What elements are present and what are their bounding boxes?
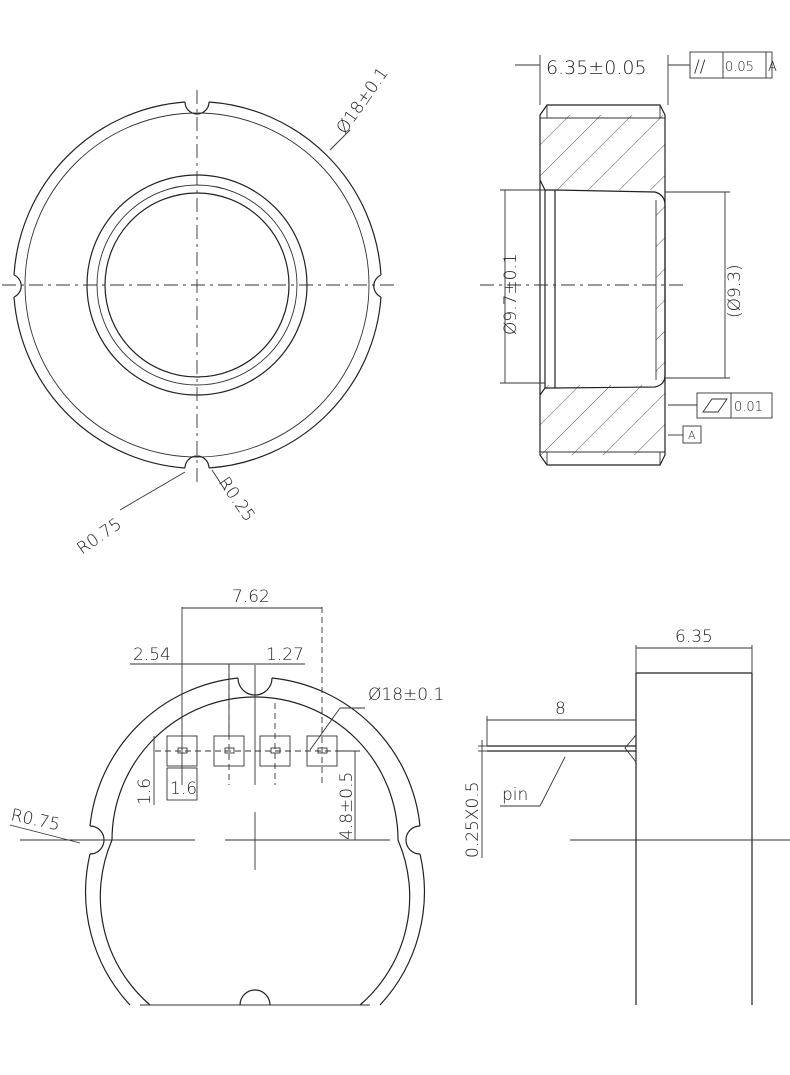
- parallelism-symbol: //: [694, 57, 706, 77]
- front-diameter-label: Ø18±0.1: [333, 64, 393, 138]
- parallelism-frame: // 0.05 A: [689, 51, 777, 79]
- flatness-tolerance: 0.01: [734, 400, 763, 415]
- section-width-label: 6.35±0.05: [546, 57, 647, 79]
- section-view: 6.35±0.05 // 0.05 A Ø9.7±0.1 (Ø9.3) 0.01…: [480, 51, 777, 466]
- flatness-frame: 0.01 A: [668, 392, 773, 444]
- bore-diameter-label: Ø9.7±0.1: [501, 253, 521, 335]
- pin-span-label: 7.62: [232, 587, 270, 607]
- pitch-right-label: 1.27: [266, 645, 304, 665]
- pad-height-label: 1.6: [135, 778, 155, 805]
- pin-view-diameter-label: Ø18±0.1: [368, 685, 444, 705]
- pin-length-label: 8: [555, 699, 566, 719]
- flatness-icon: [702, 398, 728, 413]
- front-notch-radius-label: R0.75: [73, 514, 125, 559]
- side-view: 6.35 8 0.25X0.5 pin: [463, 627, 790, 1005]
- inner-diameter-label: (Ø9.3): [725, 264, 745, 318]
- datum-label: A: [688, 429, 696, 442]
- front-view: Ø18±0.1 R0.75 R0.25: [2, 64, 395, 559]
- parallelism-datum: A: [768, 60, 777, 75]
- pin-view-notch-radius-label: R0.75: [9, 805, 62, 835]
- front-fillet-radius-label: R0.25: [214, 473, 259, 525]
- pin-view: 7.62 2.54 1.27 Ø18±0.1 1.6 1.6 4.8±0.5 R…: [9, 587, 444, 1006]
- pitch-left-label: 2.54: [133, 645, 171, 665]
- side-width-label: 6.35: [675, 627, 713, 647]
- pad-width-label: 1.6: [170, 779, 197, 799]
- pin-size-label: 0.25X0.5: [463, 781, 483, 858]
- parallelism-tolerance: 0.05: [725, 60, 754, 75]
- pads: [166, 735, 338, 767]
- pin-offset-label: 4.8±0.5: [337, 772, 357, 840]
- pin-label: pin: [502, 785, 528, 805]
